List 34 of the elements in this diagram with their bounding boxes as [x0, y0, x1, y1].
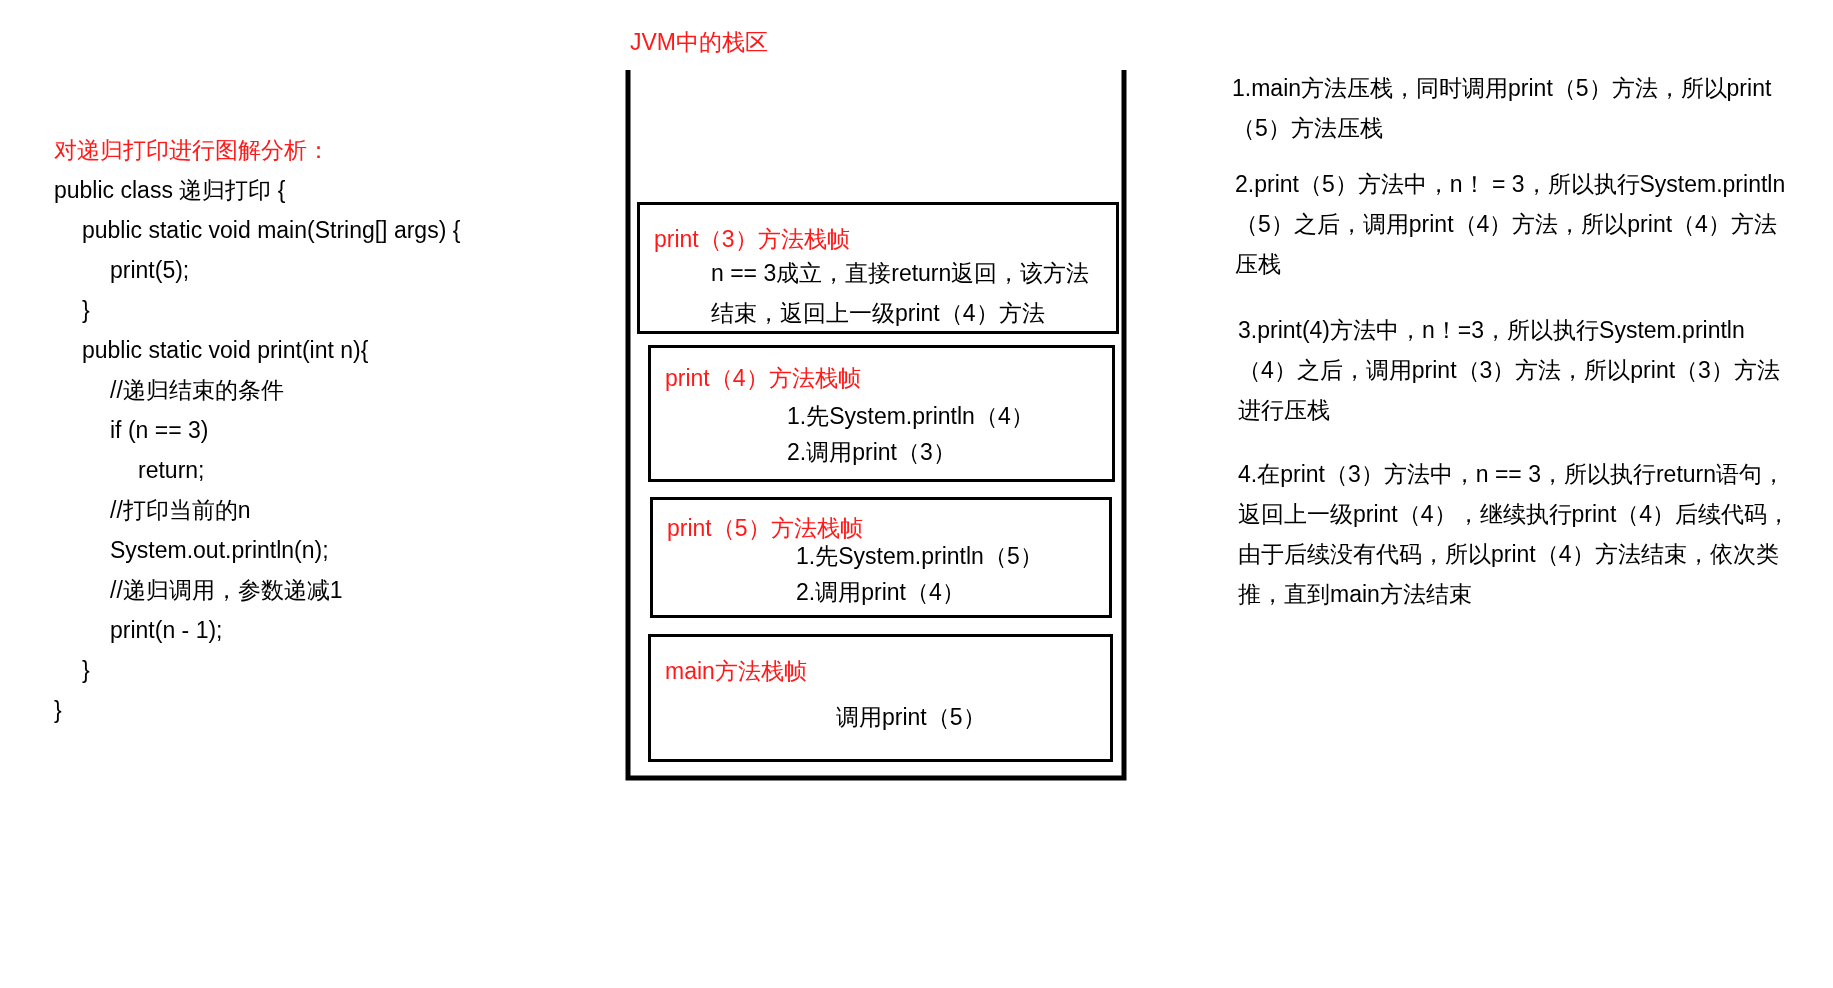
frame-text: 1.先System.println（5） — [796, 542, 1043, 571]
frame-text: 2.调用print（3） — [787, 438, 956, 467]
stack-title: JVM中的栈区 — [630, 28, 768, 57]
code-line: print(5); — [110, 256, 190, 285]
code-line: } — [54, 696, 62, 725]
stack-frame — [648, 345, 1115, 482]
code-line: } — [82, 656, 90, 685]
explanation-paragraph: 3.print(4)方法中，n！=3，所以执行System.println（4）之后，调用print（3）方法，所以print（3）方法进行压栈 — [1238, 316, 1781, 425]
code-line: //递归调用，参数递减1 — [110, 576, 343, 605]
frame-text: 调用print（5） — [836, 703, 986, 732]
explanation-paragraph: 1.main方法压栈，同时调用print（5）方法，所以print（5）方法压栈 — [1232, 74, 1773, 143]
code-line: //打印当前的n — [110, 496, 251, 525]
frame-text: 2.调用print（4） — [796, 578, 965, 607]
stack-frame — [650, 497, 1112, 618]
code-line: //递归结束的条件 — [110, 376, 284, 405]
frame-title: print（3）方法栈帧 — [654, 225, 850, 254]
code-line: if (n == 3) — [110, 416, 209, 445]
section-heading: 对递归打印进行图解分析： — [54, 136, 330, 165]
code-line: public static void print(int n){ — [82, 336, 369, 365]
stack-frame — [648, 634, 1113, 762]
code-line: System.out.println(n); — [110, 536, 329, 565]
code-line: print(n - 1); — [110, 616, 223, 645]
explanation-paragraph: 2.print（5）方法中，n！ = 3，所以执行System.println（5）之后，调用print（4）方法，所以print（4）方法压栈 — [1235, 170, 1787, 279]
frame-title: main方法栈帧 — [665, 657, 807, 686]
frame-title: print（5）方法栈帧 — [667, 514, 863, 543]
frame-text: n == 3成立，直接return返回，该方法结束，返回上一级print（4）方法 — [711, 259, 1091, 328]
frame-text: 1.先System.println（4） — [787, 402, 1034, 431]
code-line: public class 递归打印 { — [54, 176, 286, 205]
stack-frame — [637, 202, 1119, 334]
code-line: return; — [138, 456, 205, 485]
explanation-paragraph: 4.在print（3）方法中，n == 3，所以执行return语句，返回上一级print（4），继续执行print（4）后续代码，由于后续没有代码，所以print（4）方法结束，依次类推，直到main方法结束 — [1238, 460, 1792, 609]
frame-title: print（4）方法栈帧 — [665, 364, 861, 393]
code-line: } — [82, 296, 90, 325]
code-line: public static void main(String[] args) { — [82, 216, 461, 245]
